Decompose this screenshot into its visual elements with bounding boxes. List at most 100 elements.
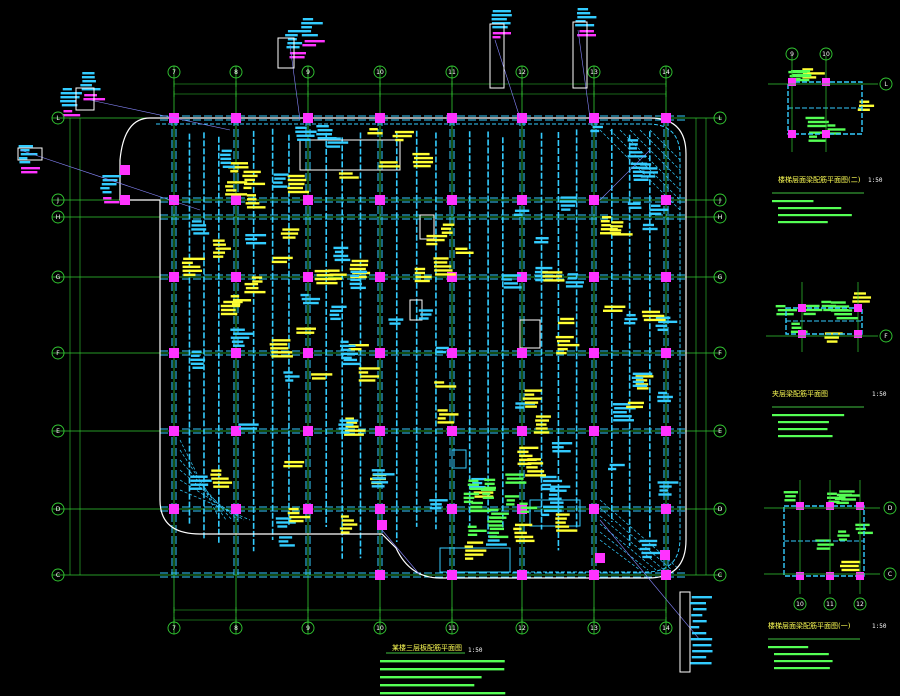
rebar-note-cluster bbox=[225, 181, 248, 196]
rebar-note-mark bbox=[63, 110, 73, 113]
rebar-note-mark bbox=[231, 340, 244, 343]
rebar-note-mark bbox=[317, 129, 333, 132]
rebar-note-mark bbox=[565, 285, 583, 288]
rebar-note-mark bbox=[489, 527, 505, 531]
rebar-note-mark bbox=[575, 20, 586, 23]
axis-bubble-circle bbox=[445, 65, 459, 79]
rebar-note-mark bbox=[854, 292, 866, 295]
rebar-note-mark bbox=[659, 485, 672, 488]
rebar-note-mark bbox=[285, 34, 298, 37]
axis-bubble-row-E-right: E bbox=[713, 424, 727, 438]
axis-bubble-circle bbox=[301, 621, 315, 635]
axis-bubble-row-L-left: L bbox=[51, 111, 65, 125]
corner-diagonal bbox=[179, 489, 251, 521]
structural-column bbox=[120, 165, 130, 175]
rebar-note-mark bbox=[649, 212, 662, 215]
rebar-note-mark bbox=[311, 373, 333, 376]
corner-diagonal bbox=[609, 129, 681, 201]
rebar-note-mark bbox=[632, 170, 645, 173]
detail-3-bubble-col-c: 12 bbox=[853, 597, 867, 611]
rebar-note-cluster bbox=[857, 100, 875, 111]
rebar-note-mark bbox=[611, 233, 633, 236]
rebar-note-mark bbox=[296, 331, 315, 334]
rebar-note-cluster bbox=[623, 313, 638, 325]
rebar-note-mark bbox=[338, 172, 353, 175]
axis-bubble-label: E bbox=[56, 428, 60, 435]
rebar-note-mark bbox=[242, 174, 258, 178]
axis-bubble-col-14-top: 14 bbox=[659, 65, 673, 79]
axis-bubble-row-E-left: E bbox=[51, 424, 65, 438]
rebar-note-mark bbox=[339, 176, 359, 179]
rebar-note-mark bbox=[489, 508, 499, 511]
rebar-note-cluster bbox=[181, 257, 205, 277]
rebar-note-mark bbox=[488, 531, 499, 535]
rebar-note-mark bbox=[513, 527, 522, 531]
rebar-note-mark bbox=[252, 280, 263, 283]
detail-note-line-2 bbox=[774, 667, 830, 670]
rebar-note-mark bbox=[541, 487, 556, 491]
rebar-note-mark bbox=[575, 24, 595, 27]
rebar-note-mark bbox=[534, 241, 549, 244]
structural-column bbox=[169, 272, 179, 282]
rebar-note-mark bbox=[658, 391, 668, 395]
rebar-note-cluster bbox=[602, 305, 626, 312]
rebar-note-mark bbox=[626, 313, 636, 317]
rebar-note-mark bbox=[212, 481, 233, 484]
axis-bubble-circle bbox=[659, 65, 673, 79]
rebar-note-mark bbox=[227, 181, 248, 184]
rebar-note-mark bbox=[481, 488, 496, 491]
rebar-note-cluster bbox=[505, 473, 527, 484]
rebar-note-mark bbox=[350, 274, 359, 278]
corner-diagonal bbox=[619, 129, 681, 191]
rebar-note-cluster bbox=[230, 295, 252, 306]
axis-bubble-label: 7 bbox=[172, 69, 176, 76]
rebar-note-mark bbox=[623, 321, 636, 325]
rebar-note-mark bbox=[277, 525, 288, 528]
rebar-annotations bbox=[17, 8, 875, 695]
rebar-note-mark bbox=[543, 509, 562, 513]
rebar-note-mark bbox=[690, 662, 712, 665]
rebar-note-mark bbox=[468, 479, 479, 482]
rebar-note-mark bbox=[367, 132, 383, 135]
rebar-note-mark bbox=[829, 132, 841, 135]
callout-box bbox=[572, 21, 588, 89]
rebar-note-mark bbox=[296, 134, 315, 137]
rebar-note-mark bbox=[289, 519, 304, 523]
rebar-note-mark bbox=[60, 96, 80, 99]
rebar-note-cluster bbox=[488, 527, 509, 539]
rebar-note-mark bbox=[415, 275, 432, 279]
rebar-note-mark bbox=[592, 125, 603, 129]
rebar-note-mark bbox=[627, 139, 639, 142]
rebar-note-cluster bbox=[470, 501, 491, 513]
rebar-note-mark bbox=[817, 543, 834, 546]
detail-1-bubble-col-b: 10 bbox=[819, 47, 833, 61]
rebar-note-mark bbox=[855, 527, 866, 531]
rebar-note-cluster bbox=[311, 373, 333, 380]
rebar-note-mark bbox=[414, 279, 430, 283]
axis-bubble-label: 12 bbox=[856, 601, 864, 608]
axis-bubble-row-F-right: F bbox=[713, 346, 727, 360]
rebar-note-mark bbox=[191, 350, 202, 353]
rebar-note-mark bbox=[340, 348, 351, 352]
rebar-note-mark bbox=[20, 149, 30, 152]
axis-bubble-col-10-bottom: 10 bbox=[373, 621, 387, 635]
rebar-note-mark bbox=[412, 152, 430, 156]
structural-column bbox=[661, 272, 671, 282]
axis-bubble-circle bbox=[785, 47, 799, 61]
rebar-note-mark bbox=[635, 379, 648, 382]
rebar-note-cluster bbox=[492, 32, 511, 39]
rebar-note-mark bbox=[614, 407, 636, 410]
rebar-note-cluster bbox=[839, 560, 861, 572]
rebar-note-mark bbox=[346, 421, 358, 424]
rebar-note-mark bbox=[527, 462, 544, 465]
rebar-note-cluster bbox=[338, 419, 359, 434]
rebar-note-mark bbox=[610, 225, 623, 228]
rebar-note-mark bbox=[487, 539, 500, 542]
leader-line-0 bbox=[89, 99, 231, 131]
axis-bubble-label: F bbox=[884, 333, 888, 340]
rebar-note-mark bbox=[192, 366, 205, 369]
axis-bubble-label: 11 bbox=[448, 69, 456, 76]
rebar-note-mark bbox=[641, 551, 661, 555]
rebar-note-mark bbox=[506, 499, 515, 502]
